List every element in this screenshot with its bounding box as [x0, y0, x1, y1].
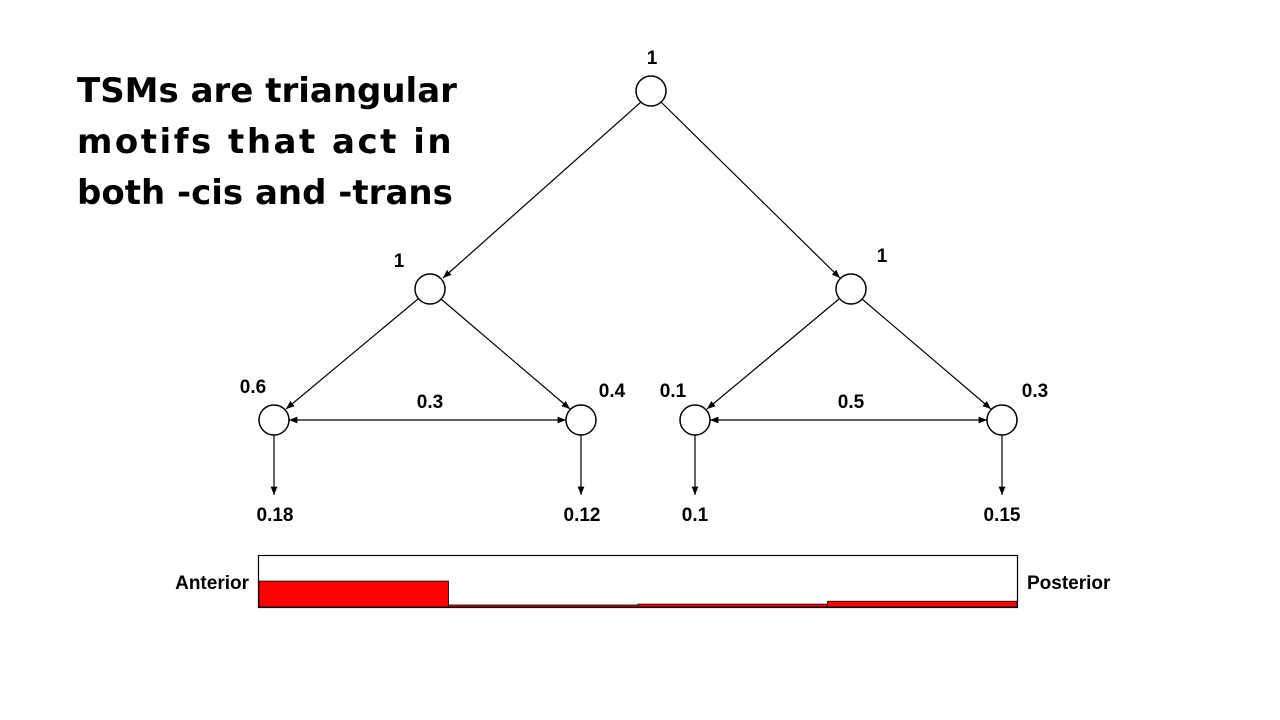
lateral-link-left-label: 0.3 [417, 392, 443, 413]
leaf-3-label: 0.1 [660, 381, 687, 402]
edge-left-parent-to-leaf-1 [285, 298, 419, 410]
edge-right-parent-to-leaf-4 [861, 298, 992, 410]
output-3-label: 0.1 [682, 505, 709, 526]
headline-line-3: both -cis and -trans [77, 173, 453, 213]
right-parent-node [835, 273, 867, 305]
edge-right-parent-to-leaf-3 [706, 298, 840, 410]
root-node [635, 75, 667, 107]
leaf-1-label: 0.6 [240, 377, 266, 398]
edge-root-to-left-parent [442, 101, 642, 279]
output-4-label: 0.15 [984, 505, 1021, 526]
profile-segment-1 [258, 580, 449, 608]
right-parent-label: 1 [877, 246, 888, 267]
output-1-label: 0.18 [257, 505, 294, 526]
left-parent-node [414, 273, 446, 305]
lateral-link-right-label: 0.5 [838, 392, 865, 413]
slide-headline: TSMs are triangular motifs that act in b… [77, 66, 477, 219]
profile-segment-3 [637, 603, 828, 608]
anterior-label: Anterior [175, 573, 250, 594]
leaf-node-4 [986, 404, 1018, 436]
headline-line-2: motifs that act in [77, 122, 455, 162]
leaf-2-label: 0.4 [599, 381, 626, 402]
profile-segment-4 [827, 600, 1018, 608]
leaf-node-2 [565, 404, 597, 436]
profile-bar: Anterior Posterior [175, 554, 1111, 609]
edge-root-to-right-parent [660, 101, 841, 279]
root-node-label: 1 [647, 48, 658, 69]
edge-left-parent-to-leaf-2 [440, 298, 571, 410]
posterior-label: Posterior [1027, 573, 1111, 594]
headline-line-1: TSMs are triangular [77, 71, 457, 111]
profile-bar-segments [258, 580, 1018, 608]
leaf-node-1 [258, 404, 290, 436]
output-2-label: 0.12 [564, 505, 601, 526]
left-parent-label: 1 [394, 251, 405, 272]
leaf-node-3 [679, 404, 711, 436]
profile-segment-2 [448, 604, 639, 608]
leaf-4-label: 0.3 [1022, 381, 1048, 402]
